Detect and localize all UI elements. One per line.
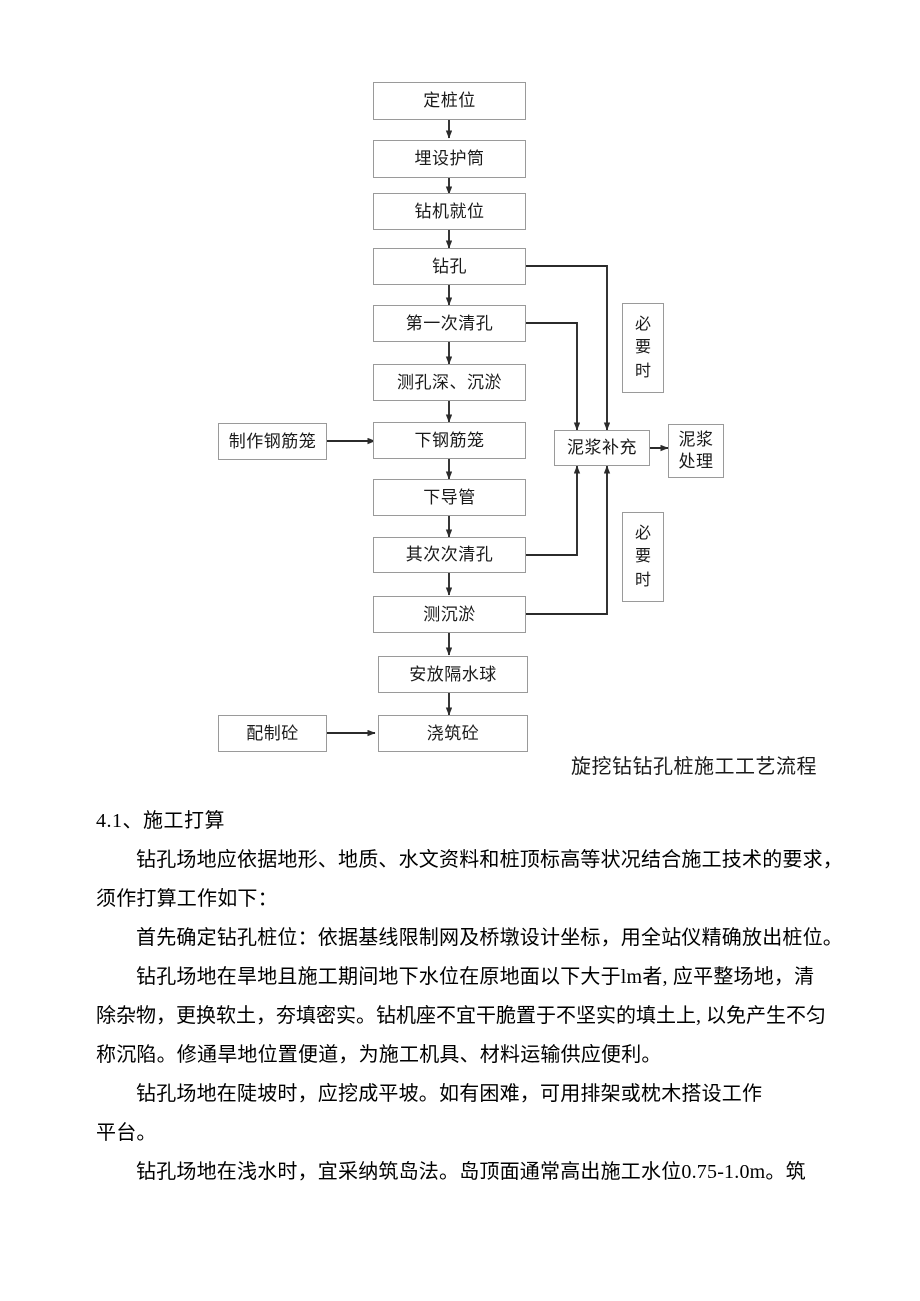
flow-node-zuan-ji-jiu-wei: 钻机就位 — [373, 193, 526, 230]
flow-node-label: 测孔深、沉淤 — [397, 372, 502, 392]
paragraph-4-line-2: 平台。 — [96, 1122, 157, 1144]
flow-node-label: 第一次清孔 — [405, 313, 494, 333]
paragraph-4-line-1: 钻孔场地在陡坡时，应挖成平坡。如有困难，可用排架或枕木搭设工作 — [136, 1083, 763, 1105]
flow-node-di-yi-ci-qing-kong: 第一次清孔 — [373, 305, 526, 342]
flow-node-zuan-kong: 钻孔 — [373, 248, 526, 285]
paragraph-3-line-3: 称沉陷。修通旱地位置便道，为施工机具、材料运输供应便利。 — [96, 1044, 662, 1066]
flow-node-ce-chen-yu: 测沉淤 — [373, 596, 526, 633]
paragraph-1-line-1: 钻孔场地应依据地形、地质、水文资料和桩顶标高等状况结合施工技术的要求， — [136, 849, 843, 871]
flow-node-label-char3: 时 — [634, 362, 651, 380]
flow-node-jiao-zhu-tong: 浇筑砼 — [378, 715, 528, 752]
flow-node-an-fang-ge-shui-qiu: 安放隔水球 — [378, 656, 528, 693]
flow-node-label: 埋设护筒 — [414, 149, 485, 169]
flow-node-label: 下钢筋笼 — [414, 430, 485, 450]
flow-node-label: 钻机就位 — [414, 201, 485, 221]
flow-node-xia-dao-guan: 下导管 — [373, 479, 526, 516]
flow-node-bi-yao-shi-lower: 必 要 时 — [622, 512, 664, 602]
flow-node-label-char1: 必 — [634, 525, 651, 543]
flow-node-label-char1: 必 — [634, 316, 651, 334]
paragraph-2: 首先确定钻孔桩位：依据基线限制网及桥墩设计坐标，用全站仪精确放出桩位。 — [136, 927, 843, 949]
flow-node-label: 制作钢筋笼 — [228, 431, 317, 451]
flowchart-connectors — [327, 120, 669, 737]
paragraph-5: 钻孔场地在浅水时，宜采纳筑岛法。岛顶面通常高出施工水位0.75-1.0m。筑 — [136, 1161, 806, 1183]
flow-node-zhi-zuo-gang-jin-long: 制作钢筋笼 — [218, 423, 327, 460]
flow-node-pei-zhi-tong: 配制砼 — [218, 715, 327, 752]
section-heading: 4.1、施工打算 — [96, 810, 225, 832]
paragraph-3-line-2: 除杂物，更换软土，夯填密实。钻机座不宜干脆置于不坚实的填土上, 以免产生不匀 — [96, 1005, 826, 1027]
flow-node-label: 定桩位 — [423, 91, 476, 111]
paragraph-1-line-2: 须作打算工作如下： — [96, 888, 278, 910]
arrow-qingkong-to-nijiang — [526, 322, 581, 431]
flow-node-label: 测沉淤 — [423, 604, 476, 624]
arrow-zuankong-to-nijiang — [526, 265, 611, 431]
flow-node-mai-she-hu-tong: 埋设护筒 — [373, 140, 526, 178]
flow-node-ni-jiang-bu-chong: 泥浆补充 — [554, 430, 650, 466]
flow-node-ding-zhuang-wei: 定桩位 — [373, 82, 526, 120]
flow-node-label-line2: 处理 — [678, 452, 714, 471]
arrow-cechenyu-to-nijiang — [526, 465, 611, 615]
process-flowchart: 定桩位 埋设护筒 钻机就位 钻孔 第一次清孔 测孔深、沉淤 下钢筋笼 下导管 其… — [218, 82, 817, 778]
flow-node-label-char2: 要 — [634, 339, 651, 357]
flow-node-label: 安放隔水球 — [409, 664, 497, 684]
arrow-qicici-to-nijiang — [526, 465, 581, 556]
flow-node-label: 浇筑砼 — [426, 723, 480, 743]
flow-node-bi-yao-shi-upper: 必 要 时 — [622, 303, 664, 393]
flow-node-label: 下导管 — [423, 487, 476, 507]
paragraph-3-line-1: 钻孔场地在旱地且施工期间地下水位在原地面以下大于lm者, 应平整场地，清 — [136, 966, 815, 988]
flow-node-label: 配制砼 — [246, 723, 299, 743]
flow-node-ce-kong-shen-chen-yu: 测孔深、沉淤 — [373, 364, 526, 401]
flow-node-label: 泥浆补充 — [567, 438, 637, 458]
flow-node-label: 钻孔 — [432, 256, 467, 276]
flow-node-qi-ci-ci-qing-kong: 其次次清孔 — [373, 537, 526, 573]
flow-node-xia-gang-jin-long: 下钢筋笼 — [373, 422, 526, 459]
flow-node-label-char3: 时 — [634, 571, 651, 589]
flow-node-label: 其次次清孔 — [405, 545, 494, 565]
document-body: 4.1、施工打算 钻孔场地应依据地形、地质、水文资料和桩顶标高等状况结合施工技术… — [96, 806, 860, 1192]
flowchart-caption: 旋挖钻钻孔桩施工工艺流程 — [571, 756, 817, 778]
flow-node-ni-jiang-chu-li: 泥浆 处理 — [668, 424, 724, 478]
flow-node-label-char2: 要 — [634, 548, 651, 566]
flow-node-label-line1: 泥浆 — [678, 429, 714, 449]
